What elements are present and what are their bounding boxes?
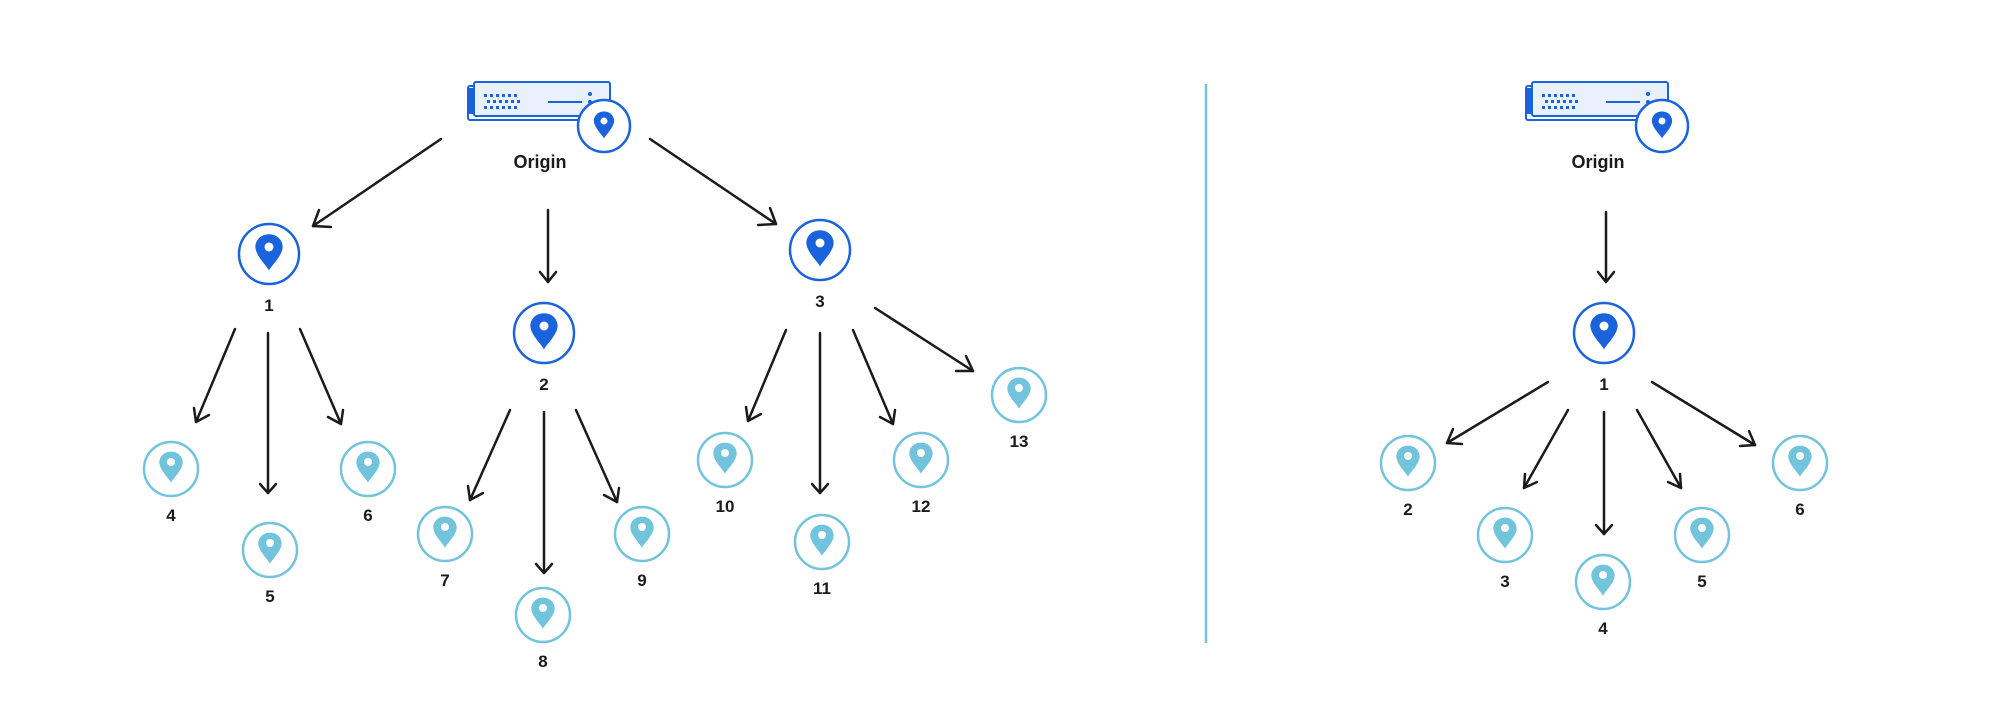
arrow-3-to-10 [744, 328, 788, 423]
location-pin-icon [255, 234, 283, 271]
arrow-1-to-6 [1650, 380, 1757, 448]
arrow-1-to-5 [258, 331, 278, 495]
location-pin-icon [1590, 313, 1618, 350]
node-6: 6 [339, 440, 397, 525]
location-pin-icon [159, 451, 183, 484]
arrow-1-to-4 [192, 327, 237, 424]
node-label: 2 [539, 375, 548, 394]
node-label: 3 [1500, 572, 1509, 591]
arrow-1-to-3 [1522, 408, 1570, 490]
origin-location-pin-icon [1634, 98, 1690, 154]
node-5: 5 [1673, 506, 1731, 591]
node-label: 10 [716, 497, 735, 516]
arrow-origin-to-1 [1596, 210, 1616, 284]
location-pin-icon [1007, 377, 1031, 410]
arrow-origin-to-2 [538, 208, 558, 284]
server-icon [1525, 81, 1669, 121]
node-5: 5 [241, 521, 299, 606]
node-label: 4 [166, 506, 176, 525]
origin-label: Origin [514, 152, 567, 172]
arrow-2-to-7 [466, 408, 512, 502]
location-pin-icon [258, 532, 282, 565]
node-label: 3 [815, 292, 824, 311]
node-label: 11 [813, 579, 831, 598]
arrow-3-to-13 [873, 306, 975, 373]
node-4: 4 [1574, 553, 1632, 638]
node-13: 13 [990, 366, 1048, 451]
location-pin-icon [356, 451, 380, 484]
arrows [1445, 210, 1757, 536]
location-pin-icon [806, 230, 834, 267]
left-diagram: Origin [142, 81, 1048, 671]
origin-server: Origin [1525, 81, 1690, 172]
location-pin-icon [909, 442, 933, 475]
node-4: 4 [142, 440, 200, 525]
location-pin-icon [1493, 517, 1517, 550]
node-2: 2 [1379, 434, 1437, 519]
node-label: 4 [1598, 619, 1608, 638]
location-pin-icon [630, 516, 654, 549]
arrow-1-to-2 [1445, 380, 1550, 446]
location-pin-icon [810, 524, 834, 557]
node-label: 1 [264, 296, 273, 315]
arrow-origin-to-1 [311, 137, 443, 229]
arrow-1-to-4 [1594, 410, 1614, 536]
node-1: 1 [1572, 301, 1636, 394]
node-11: 11 [793, 513, 851, 598]
location-pin-icon [1690, 517, 1714, 550]
node-label: 9 [637, 571, 646, 590]
node-8: 8 [514, 586, 572, 671]
location-pin-icon [1396, 445, 1420, 478]
origin-server: Origin [467, 81, 632, 172]
location-pin-icon [531, 597, 555, 630]
node-2: 2 [512, 301, 576, 394]
location-pin-icon [1591, 564, 1615, 597]
location-pin-icon [433, 516, 457, 549]
arrow-1-to-5 [1635, 408, 1683, 490]
node-9: 9 [613, 505, 671, 590]
node-label: 6 [1795, 500, 1804, 519]
node-label: 5 [265, 587, 274, 606]
arrows [192, 137, 975, 575]
node-label: 13 [1010, 432, 1029, 451]
location-pin-icon [713, 442, 737, 475]
node-10: 10 [696, 431, 754, 516]
arrow-2-to-8 [534, 410, 554, 575]
arrow-3-to-12 [851, 328, 897, 426]
right-diagram: Origin 1 2 [1379, 81, 1829, 638]
location-pin-icon [1788, 445, 1812, 478]
node-label: 5 [1697, 572, 1706, 591]
node-3: 3 [1476, 506, 1534, 591]
server-icon [467, 81, 611, 121]
node-12: 12 [892, 431, 950, 516]
arrow-3-to-11 [810, 331, 830, 495]
node-6: 6 [1771, 434, 1829, 519]
node-label: 8 [538, 652, 547, 671]
origin-label: Origin [1572, 152, 1625, 172]
node-label: 1 [1599, 375, 1608, 394]
node-1: 1 [237, 222, 301, 315]
node-3: 3 [788, 218, 852, 311]
arrow-1-to-6 [298, 327, 345, 426]
location-pin-icon [530, 313, 558, 350]
arrow-origin-to-3 [648, 137, 778, 227]
arrow-2-to-9 [574, 408, 621, 504]
node-7: 7 [416, 505, 474, 590]
origin-location-pin-icon [576, 98, 632, 154]
node-label: 7 [440, 571, 449, 590]
node-label: 6 [363, 506, 372, 525]
node-label: 12 [912, 497, 931, 516]
node-label: 2 [1403, 500, 1412, 519]
